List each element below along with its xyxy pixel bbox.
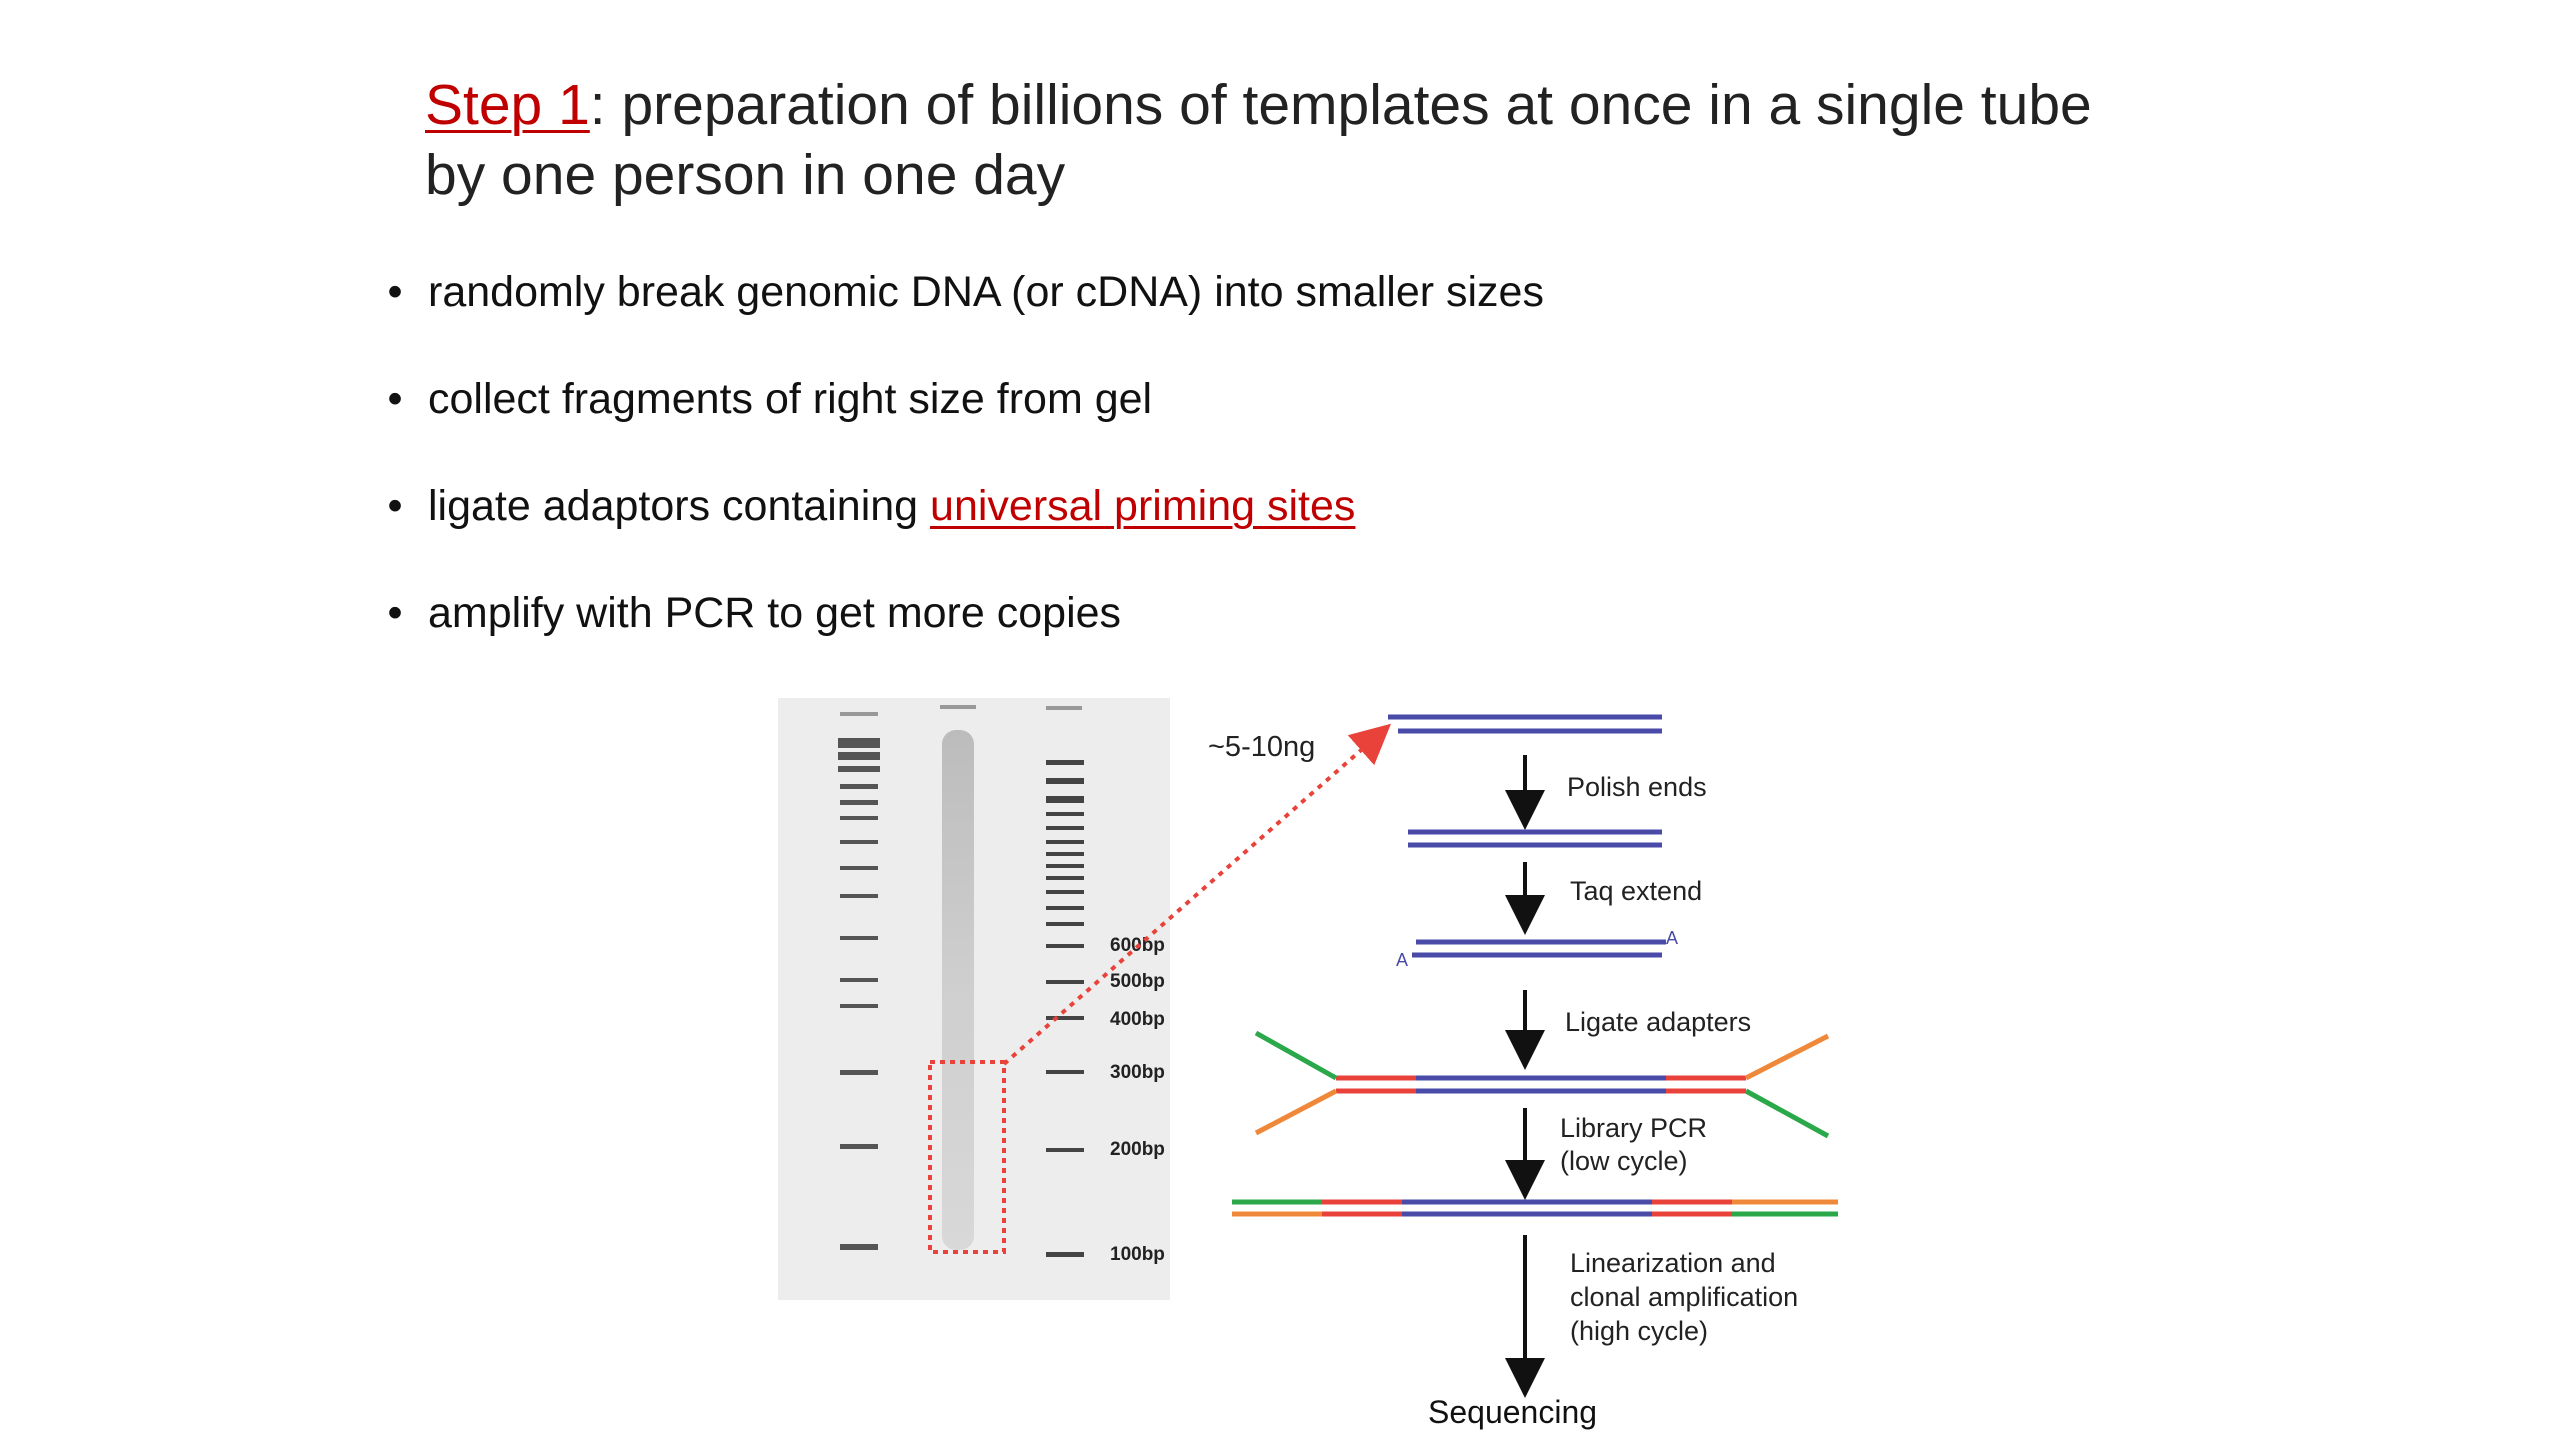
dna-fragment <box>1408 829 1662 848</box>
bullet-dot: • <box>387 375 403 423</box>
step-label: (low cycle) <box>1560 1146 1688 1176</box>
bullet-text: ligate adaptors containing <box>428 482 931 530</box>
ladder-band <box>1046 1148 1084 1152</box>
ladder-band <box>1046 1016 1084 1020</box>
ladder-band <box>1046 1070 1084 1074</box>
step-label: Polish ends <box>1567 772 1707 802</box>
bullet-item: • randomly break genomic DNA (or cDNA) in… <box>380 262 1544 322</box>
ladder-band <box>1046 812 1084 816</box>
step-label: Linearization and <box>1570 1248 1776 1278</box>
size-selection-box <box>928 1060 1006 1254</box>
dna-fragment <box>1412 939 1666 958</box>
step-link[interactable]: Step 1 <box>425 73 590 137</box>
ladder-band <box>840 840 878 844</box>
bullet-list: • randomly break genomic DNA (or cDNA) in… <box>380 262 1544 690</box>
step-label: clonal amplification <box>1570 1282 1798 1312</box>
amplified-library <box>1232 1199 1838 1217</box>
a-overhang: A <box>1666 928 1678 948</box>
ladder-band <box>840 936 878 940</box>
ladder-band <box>1046 706 1082 710</box>
ladder-band <box>838 766 880 772</box>
adapter-ligated-fragment <box>1254 1030 1830 1139</box>
workflow: Polish ends Taq extend A A Ligate adapte… <box>1232 714 1838 1430</box>
ladder-label: 400bp <box>1110 1009 1165 1030</box>
bullet-item: • collect fragments of right size from ge… <box>380 369 1544 429</box>
title-text: : preparation of billions of templates a… <box>425 73 2092 207</box>
ladder-band <box>840 866 878 870</box>
gel-image: 600bp 500bp 400bp 300bp 200bp 100bp <box>778 698 1170 1300</box>
ladder-band <box>840 784 878 789</box>
sample-lane <box>940 705 976 1250</box>
bullet-item: • ligate adaptors containing universal pr… <box>380 476 1544 536</box>
bullet-text: randomly break genomic DNA (or cDNA) int… <box>428 268 1544 316</box>
ladder-band <box>1046 980 1084 984</box>
universal-priming-sites-link[interactable]: universal priming sites <box>930 482 1356 530</box>
slide-title: Step 1: preparation of billions of templ… <box>425 70 2125 210</box>
ladder-band <box>1046 922 1084 926</box>
ladder-label: 100bp <box>1110 1244 1165 1265</box>
ladder-band <box>1046 840 1084 844</box>
ladder-band <box>1046 906 1084 910</box>
ladder-band <box>1046 778 1084 784</box>
dna-fragment <box>1388 714 1662 734</box>
ladder-band <box>840 1244 878 1250</box>
ladder-band <box>840 712 878 716</box>
ladder-band <box>840 1144 878 1149</box>
ladder-band <box>1046 1252 1084 1257</box>
ladder-band <box>840 894 878 898</box>
step-label: Ligate adapters <box>1565 1007 1751 1037</box>
final-step-label: Sequencing <box>1428 1394 1597 1430</box>
ladder-band <box>1046 944 1084 948</box>
ladder-band <box>840 1070 878 1075</box>
ladder-band <box>840 1004 878 1008</box>
ladder-lane-left <box>838 712 880 1250</box>
ladder-band <box>1046 890 1084 894</box>
ladder-band <box>1046 760 1084 765</box>
ladder-band <box>838 752 880 760</box>
step-label: Taq extend <box>1570 876 1702 906</box>
bullet-dot: • <box>387 268 403 316</box>
bullet-text: collect fragments of right size from gel <box>428 375 1153 423</box>
sample-well <box>940 705 976 709</box>
bullet-text: amplify with PCR to get more copies <box>428 589 1122 637</box>
step-label: Library PCR <box>1560 1113 1707 1143</box>
ladder-band <box>840 978 878 982</box>
step-label: (high cycle) <box>1570 1316 1708 1346</box>
ladder-band <box>840 816 878 820</box>
ladder-band <box>1046 796 1084 803</box>
ladder-band <box>1046 864 1084 868</box>
sample-smear <box>942 730 974 1250</box>
ladder-band <box>1046 852 1084 856</box>
ladder-lane-right <box>1046 706 1084 1257</box>
bullet-dot: • <box>387 482 403 530</box>
a-overhang: A <box>1396 950 1408 970</box>
bullet-dot: • <box>387 589 403 637</box>
ladder-label: 200bp <box>1110 1139 1165 1160</box>
ladder-label: 500bp <box>1110 971 1165 992</box>
ladder-band <box>1046 876 1084 880</box>
bullet-item: • amplify with PCR to get more copies <box>380 583 1544 643</box>
ladder-band <box>838 738 880 748</box>
ladder-band <box>840 800 878 805</box>
amount-label: ~5-10ng <box>1208 731 1315 763</box>
ladder-label: 300bp <box>1110 1062 1165 1083</box>
ladder-band <box>1046 826 1084 830</box>
